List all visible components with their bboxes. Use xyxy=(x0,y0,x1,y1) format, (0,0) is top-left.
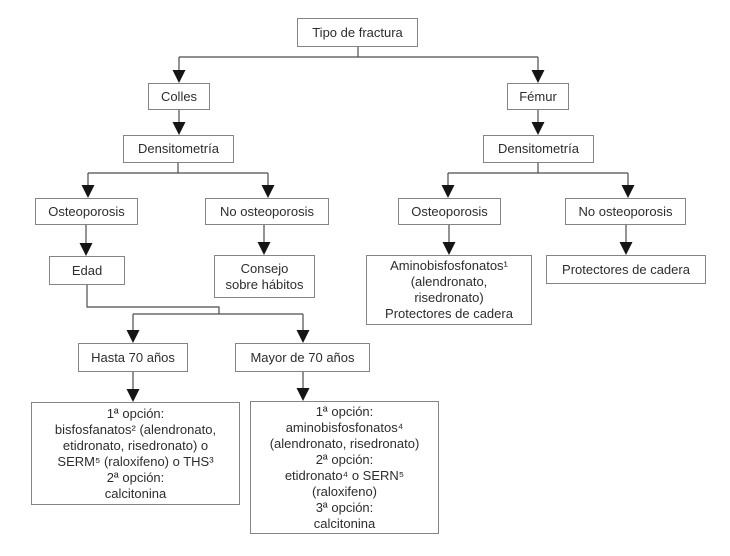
node-line: 2ª opción: xyxy=(106,469,165,485)
node-line: 3ª opción: xyxy=(315,499,374,515)
node-line: 2ª opción: xyxy=(315,451,374,467)
node-osteoporosis-colles: Osteoporosis xyxy=(35,198,138,225)
node-line: Aminobisfosfonatos¹ xyxy=(390,258,508,273)
node-line: (raloxifeno) xyxy=(311,483,378,499)
node-label: No osteoporosis xyxy=(578,203,673,219)
node-mayor-de-70-anos: Mayor de 70 años xyxy=(235,343,370,372)
node-label: Osteoporosis xyxy=(411,203,488,219)
node-consejo-sobre-habitos: Consejo sobre hábitos xyxy=(214,255,315,298)
node-line: 1ª opción: xyxy=(106,405,165,421)
node-label: Mayor de 70 años xyxy=(250,349,355,365)
node-line: 1ª opción: xyxy=(315,403,374,419)
node-tratamiento-mayor-70: 1ª opción: aminobisfosfonatos⁴ (alendron… xyxy=(250,401,439,534)
node-colles: Colles xyxy=(148,83,210,110)
node-line: calcitonina xyxy=(313,515,376,531)
node-line: SERM⁵ (raloxifeno) o THS³ xyxy=(57,453,214,469)
node-line: risedronato) xyxy=(414,290,484,305)
node-line: etidronato⁴ o SERN⁵ xyxy=(284,467,405,483)
node-no-osteoporosis-colles: No osteoporosis xyxy=(205,198,329,225)
node-label: Densitometría xyxy=(498,141,579,156)
node-label: Tipo de fractura xyxy=(312,24,403,40)
node-line: calcitonina xyxy=(104,485,167,501)
node-label: Hasta 70 años xyxy=(91,349,175,365)
node-line: etidronato, risedronato) o xyxy=(62,437,209,453)
node-label: Densitometría xyxy=(138,141,219,156)
node-tratamiento-femur-osteoporosis: Aminobisfosfonatos¹ (alendronato, risedr… xyxy=(366,255,532,325)
node-hasta-70-anos: Hasta 70 años xyxy=(78,343,188,372)
node-line: bisfosfanatos² (alendronato, xyxy=(54,421,217,437)
node-tratamiento-hasta-70: 1ª opción: bisfosfanatos² (alendronato, … xyxy=(31,402,240,505)
node-densitometria-femur: Densitometría xyxy=(483,135,594,163)
node-label: Protectores de cadera xyxy=(562,261,690,277)
node-line: Consejo xyxy=(240,260,289,276)
node-label: Edad xyxy=(71,262,103,278)
arrowhead-icons xyxy=(79,70,635,402)
node-densitometria-colles: Densitometría xyxy=(123,135,234,163)
connector-lines xyxy=(85,46,629,390)
node-label: Fémur xyxy=(519,88,557,104)
node-label: No osteoporosis xyxy=(220,203,314,219)
node-femur: Fémur xyxy=(507,83,569,110)
node-line: (alendronato, risedronato) xyxy=(269,435,420,451)
node-line: Protectores de cadera xyxy=(385,306,513,321)
node-line: sobre hábitos xyxy=(225,276,304,292)
node-line: aminobisfosfonatos⁴ xyxy=(285,419,404,435)
node-edad: Edad xyxy=(49,256,125,285)
node-label: Osteoporosis xyxy=(48,203,125,219)
node-osteoporosis-femur: Osteoporosis xyxy=(398,198,501,225)
node-protectores-de-cadera: Protectores de cadera xyxy=(546,255,706,284)
node-no-osteoporosis-femur: No osteoporosis xyxy=(565,198,686,225)
node-tipo-de-fractura: Tipo de fractura xyxy=(297,18,418,47)
node-line: (alendronato, xyxy=(410,274,488,289)
node-label: Colles xyxy=(160,88,198,104)
